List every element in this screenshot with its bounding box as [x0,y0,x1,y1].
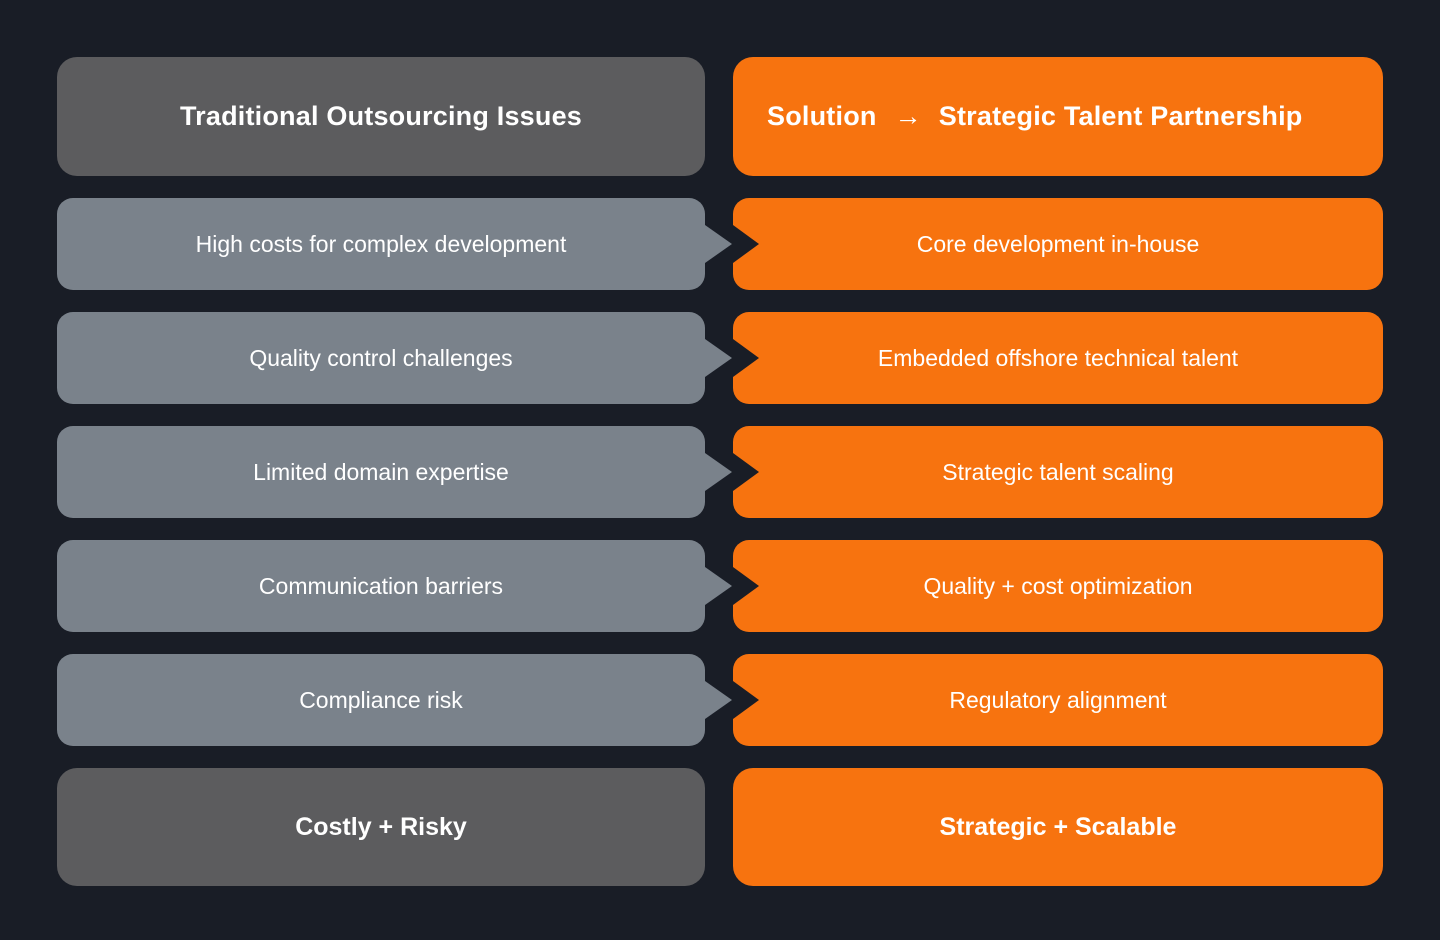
issue-label: Compliance risk [299,686,463,713]
solution-row-label: Strategic talent scaling [942,458,1174,485]
issue-row-high-costs: High costs for complex development [57,198,705,290]
solution-footer: Strategic + Scalable [733,768,1383,886]
solution-footer-label: Strategic + Scalable [939,812,1177,841]
solution-row-talent-scaling: Strategic talent scaling [733,426,1383,518]
solution-row-core-development: Core development in-house [733,198,1383,290]
solution-column-header: Solution → Strategic Talent Partnership [733,57,1383,176]
solution-label: Solution [767,101,877,131]
issue-row-domain-expertise: Limited domain expertise [57,426,705,518]
issue-label: Limited domain expertise [253,458,509,485]
solution-row-regulatory: Regulatory alignment [733,654,1383,746]
solution-title: Strategic Talent Partnership [938,101,1303,131]
issue-row-compliance: Compliance risk [57,654,705,746]
issues-header-label: Traditional Outsourcing Issues [179,101,583,131]
issues-footer: Costly + Risky [57,768,705,886]
solution-row-embedded-talent: Embedded offshore technical talent [733,312,1383,404]
solution-row-label: Regulatory alignment [949,686,1167,713]
solution-row-quality-cost: Quality + cost optimization [733,540,1383,632]
solution-row-label: Quality + cost optimization [923,572,1193,599]
solution-row-label: Embedded offshore technical talent [877,344,1239,371]
issue-label: Quality control challenges [249,344,513,371]
arrow-right-icon: → [894,101,922,131]
issues-column-header: Traditional Outsourcing Issues [57,57,705,176]
solution-row-label: Core development in-house [916,230,1200,257]
comparison-grid: Traditional Outsourcing Issues Solution … [57,57,1383,886]
issue-row-communication: Communication barriers [57,540,705,632]
issue-label: Communication barriers [258,572,504,599]
issue-row-quality-control: Quality control challenges [57,312,705,404]
issue-label: High costs for complex development [195,230,567,257]
issues-footer-label: Costly + Risky [295,812,467,841]
